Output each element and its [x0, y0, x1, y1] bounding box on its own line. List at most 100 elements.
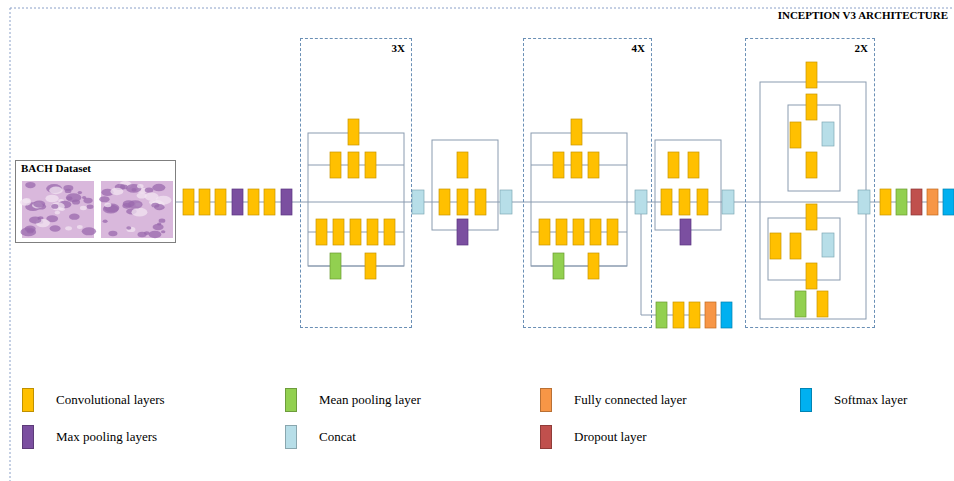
layer-block — [880, 189, 891, 215]
layer-block — [822, 122, 834, 146]
layer-block — [697, 189, 708, 215]
legend-entry: Convolutional layers — [22, 388, 165, 412]
layer-block — [822, 233, 834, 257]
histology-texture — [151, 203, 159, 208]
histology-texture — [78, 191, 82, 194]
repeat-count: 4X — [530, 42, 645, 54]
layer-block — [333, 219, 344, 245]
layer-block — [858, 190, 870, 214]
legend-swatch — [22, 388, 34, 412]
histology-texture — [45, 195, 58, 203]
histology-texture — [82, 196, 86, 199]
repeat-group: 2X — [745, 38, 875, 328]
histology-texture — [152, 184, 165, 192]
connector-line — [10, 8, 954, 9]
connector-line — [641, 214, 642, 315]
histology-texture — [51, 204, 58, 209]
histology-texture — [104, 203, 111, 207]
histology-texture — [65, 189, 72, 193]
repeat-group: 3X — [300, 38, 412, 328]
branch-outline — [655, 140, 721, 230]
layer-block — [553, 253, 564, 279]
repeat-count: 3X — [307, 42, 405, 54]
histology-texture — [126, 226, 131, 230]
layer-block — [635, 190, 647, 214]
branch-outline — [768, 218, 840, 280]
legend-text: Max pooling layers — [56, 429, 157, 445]
layer-block — [817, 291, 828, 317]
legend-entry: Concat — [285, 425, 356, 449]
histology-texture — [99, 196, 109, 202]
layer-block — [721, 302, 732, 328]
legend-swatch — [800, 388, 812, 412]
legend-text: Concat — [319, 429, 356, 445]
legend-swatch — [540, 388, 552, 412]
layer-block — [806, 62, 817, 88]
branch-outline — [531, 133, 627, 266]
layer-block — [248, 189, 259, 215]
layer-block — [588, 253, 599, 279]
histology-texture — [131, 208, 147, 217]
histology-texture — [108, 231, 117, 237]
layer-block — [790, 233, 801, 259]
layer-block — [927, 189, 938, 215]
legend-swatch — [540, 425, 552, 449]
layer-block — [680, 219, 691, 245]
layer-block — [571, 152, 582, 178]
layer-block — [183, 189, 194, 215]
layer-block — [911, 189, 922, 215]
histology-texture — [120, 184, 128, 189]
legend-entry: Fully connected layer — [540, 388, 687, 412]
histology-texture — [20, 199, 31, 206]
legend-text: Dropout layer — [574, 429, 647, 445]
histology-texture — [49, 187, 63, 195]
legend-text: Mean pooling layer — [319, 392, 421, 408]
connector-line — [10, 8, 11, 481]
layer-block — [365, 253, 376, 279]
layer-block — [673, 302, 684, 328]
histology-texture — [149, 231, 162, 238]
layer-block — [350, 219, 361, 245]
legend-entry: Softmax layer — [800, 388, 907, 412]
layer-block — [553, 152, 564, 178]
legend-text: Softmax layer — [834, 392, 907, 408]
layer-block — [232, 189, 243, 215]
layer-block — [896, 189, 907, 215]
layer-block — [348, 119, 359, 145]
layer-block — [668, 152, 679, 178]
histology-texture — [82, 227, 96, 235]
histology-texture — [27, 229, 34, 233]
histology-texture — [153, 224, 164, 230]
layer-block — [790, 122, 801, 148]
histology-texture — [159, 218, 166, 222]
layer-block — [365, 152, 376, 178]
layer-block — [384, 219, 395, 245]
legend-swatch — [285, 425, 297, 449]
layer-block — [679, 189, 690, 215]
layer-block — [661, 189, 672, 215]
legend-entry: Max pooling layers — [22, 425, 157, 449]
layer-block — [348, 152, 359, 178]
legend-swatch — [22, 425, 34, 449]
layer-block — [457, 189, 468, 215]
layer-block — [571, 119, 582, 145]
layer-block — [770, 233, 781, 259]
layer-block — [367, 219, 378, 245]
histology-texture — [87, 205, 94, 209]
layer-block — [199, 189, 210, 215]
layer-block — [457, 152, 468, 178]
histology-texture — [144, 231, 150, 235]
layer-block — [590, 219, 601, 245]
layer-block — [705, 302, 716, 328]
layer-block — [689, 302, 700, 328]
layer-block — [330, 253, 341, 279]
layer-block — [439, 189, 450, 215]
layer-block — [281, 189, 292, 215]
connector-line — [531, 266, 627, 267]
layer-block — [500, 190, 512, 214]
connector-line — [308, 266, 404, 267]
branch-outline — [760, 82, 866, 319]
layer-block — [412, 190, 424, 214]
layer-block — [588, 152, 599, 178]
histology-texture — [137, 184, 144, 188]
